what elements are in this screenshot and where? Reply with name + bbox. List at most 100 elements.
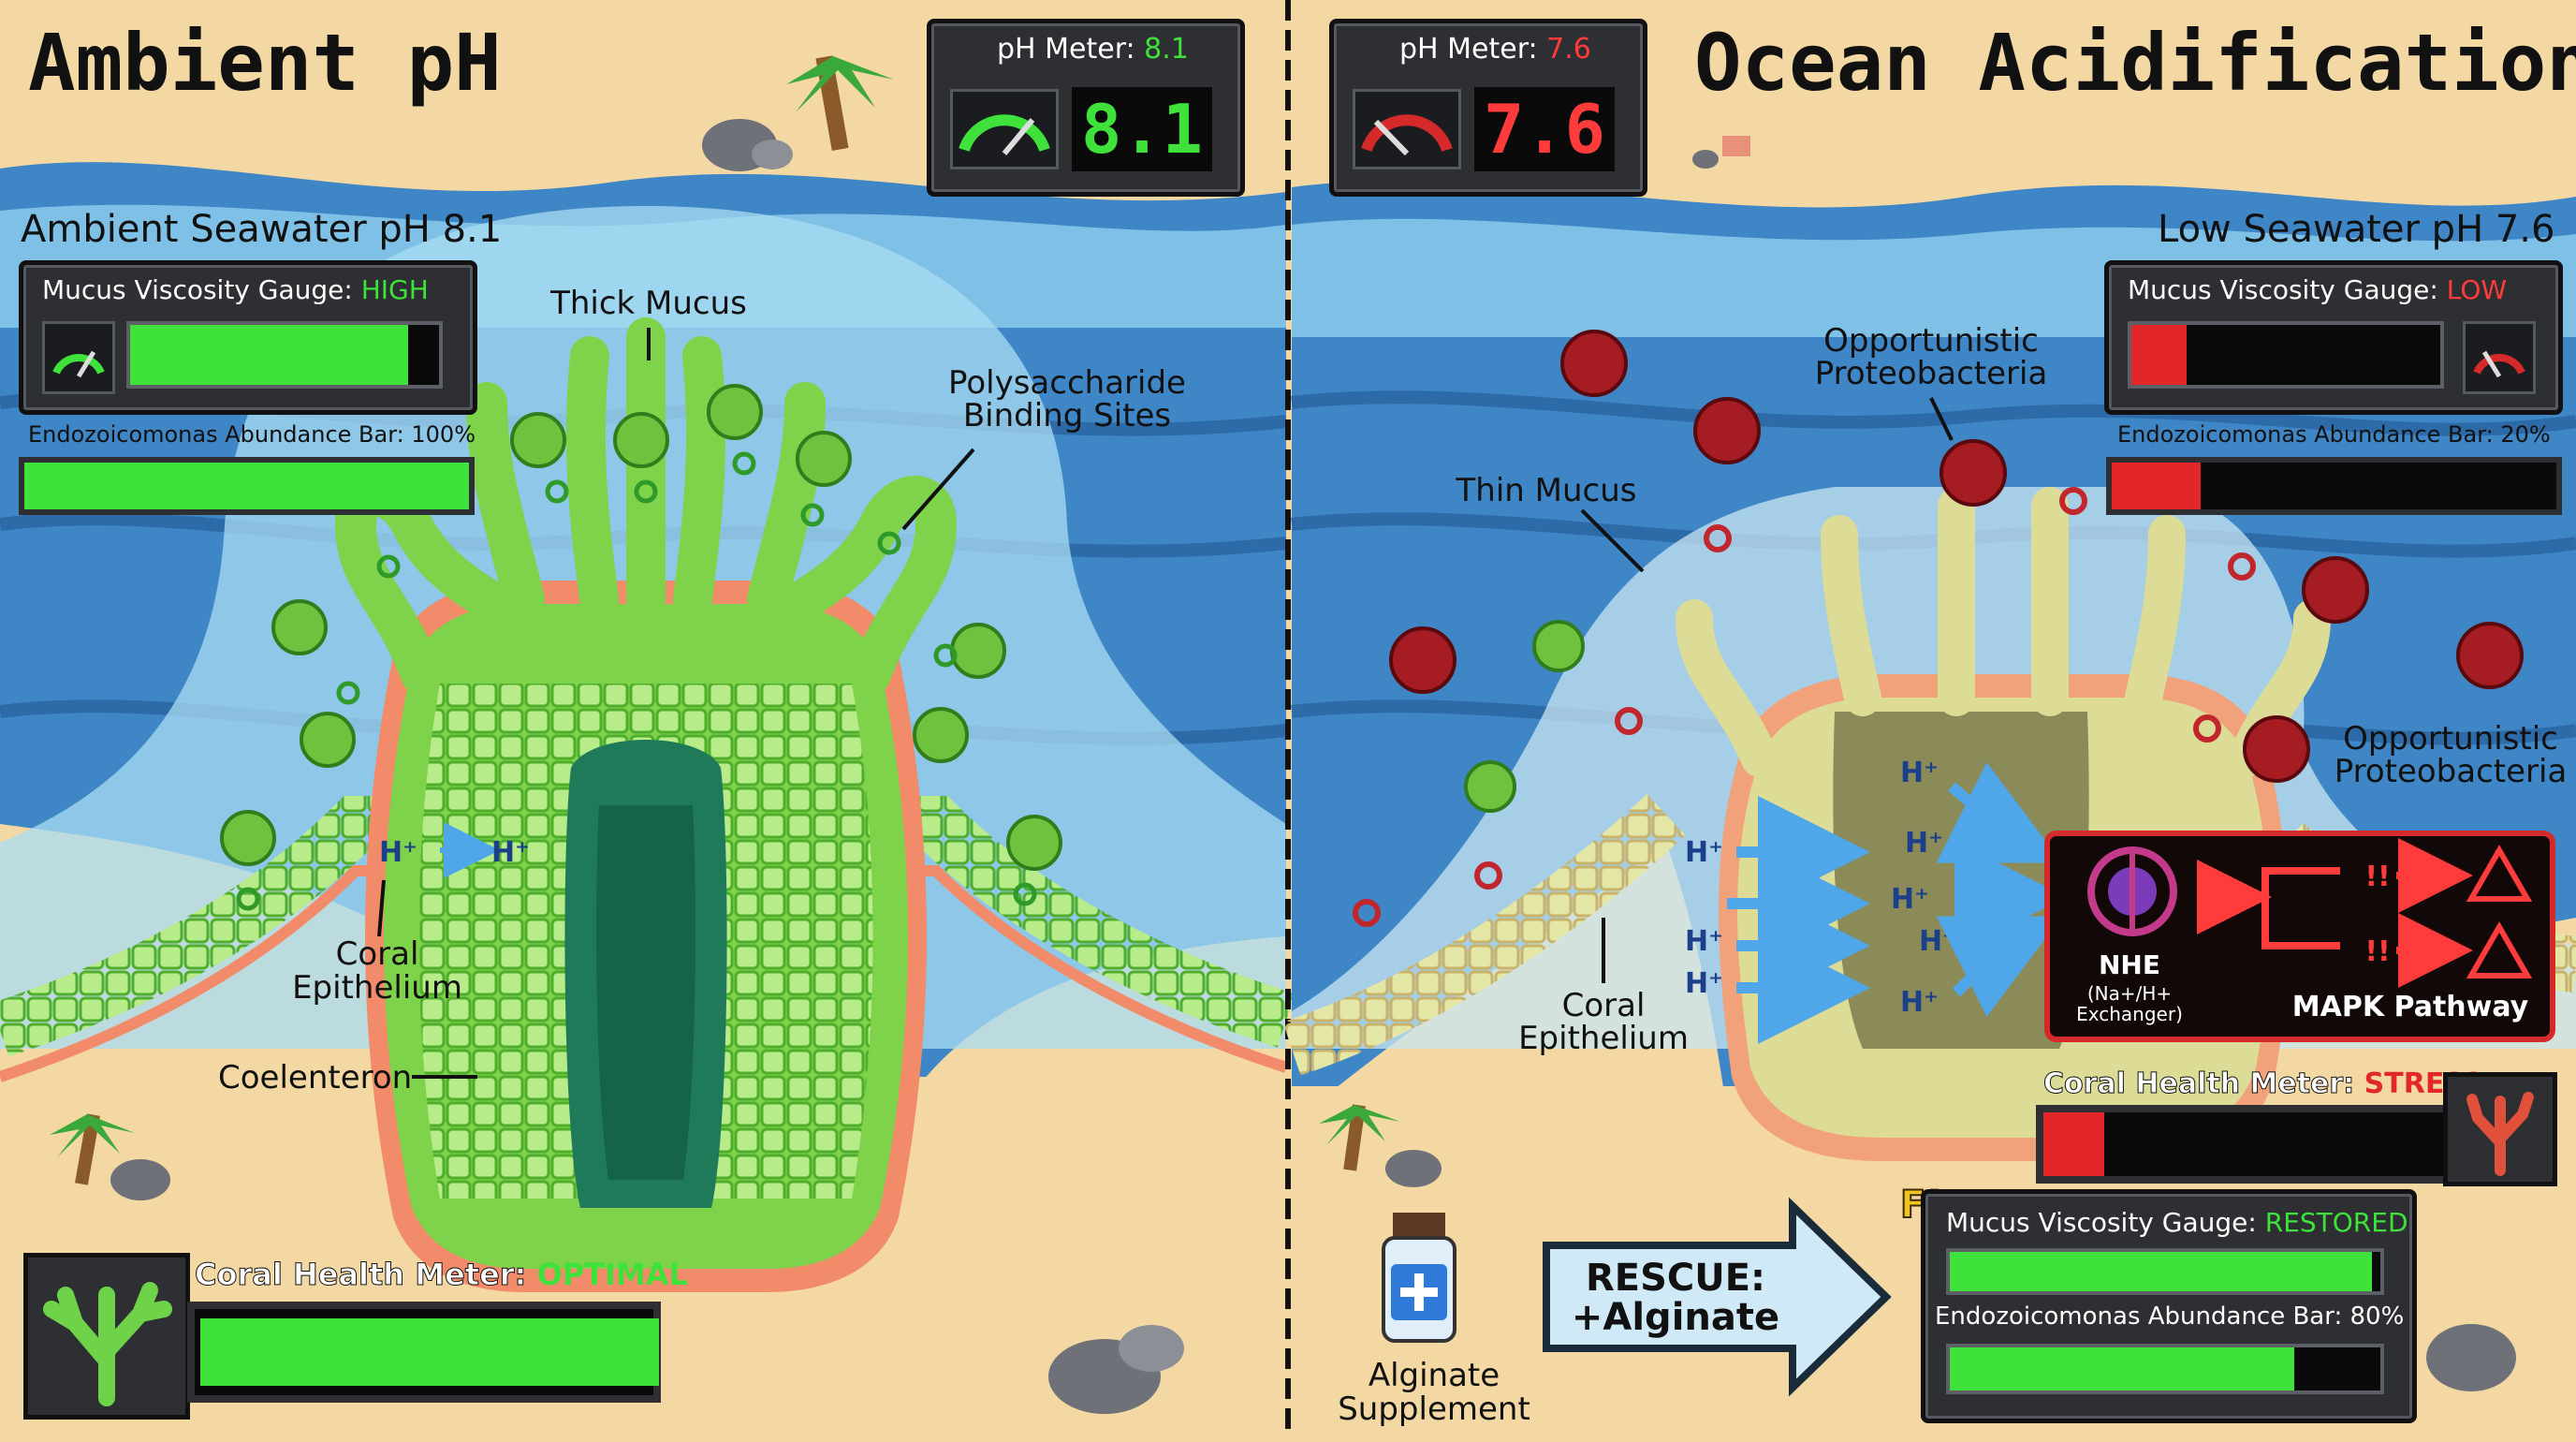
proton-label: H⁺ <box>1905 827 1943 860</box>
palm-tree-icon <box>1319 1104 1400 1171</box>
nhe-sub-label: (Na+/H+ <box>2087 982 2172 1005</box>
warning-icon <box>2466 844 2533 902</box>
rock-icon <box>702 119 793 171</box>
polysaccharide-label-2: Binding Sites <box>963 397 1171 434</box>
proton-label: H⁺ <box>1685 836 1723 869</box>
restored-abundance-label: Endozoicomonas Abundance Bar: 80% <box>1935 1302 2405 1331</box>
right-callouts: Opportunistic Proteobacteria Opportunist… <box>1456 322 2568 1057</box>
right-title: Ocean Acidification <box>1694 17 2576 109</box>
binding-site-markers <box>236 451 1037 911</box>
abundance-label: Endozoicomonas Abundance Bar: 100% <box>28 421 476 448</box>
healthy-coral-polyp <box>0 206 1295 1292</box>
ph-meter-panel: pH Meter: 8.1 8.1 <box>927 19 1245 197</box>
abundance-bar-right <box>2106 457 2562 515</box>
mucus-gauge-label: Mucus Viscosity Gauge: <box>1946 1207 2257 1238</box>
gauge-icon <box>1353 89 1461 169</box>
mucus-viscosity-gauge-right: Mucus Viscosity Gauge: LOW <box>2104 260 2563 415</box>
warning-icon <box>2466 920 2533 978</box>
endozoicomonas-bacteria <box>220 384 1062 871</box>
coral-label: Coral <box>336 935 419 973</box>
gauge-icon <box>950 89 1059 169</box>
health-meter-label: Coral Health Meter: <box>2042 1067 2355 1101</box>
coral-label-2: Coral <box>1562 987 1646 1024</box>
epithelium-label: Epithelium <box>292 969 462 1007</box>
coral-health-bar-right <box>2036 1105 2453 1184</box>
mucus-viscosity-gauge: Mucus Viscosity Gauge: HIGH <box>19 260 477 415</box>
nhe-mapk-pathway-panel: NHE (Na+/H+ Exchanger) !! !! MAPK Pathwa… <box>2044 831 2555 1042</box>
ambient-seawater-label: Ambient Seawater pH 8.1 <box>21 208 503 251</box>
ph-meter-value: 7.6 <box>1546 33 1591 66</box>
bar-fill <box>2131 325 2188 385</box>
proteobacteria-label: Proteobacteria <box>1815 355 2048 392</box>
gauge-icon <box>42 321 115 394</box>
ph-digital-readout: 7.6 <box>1474 87 1615 171</box>
bar-fill <box>200 1318 659 1386</box>
abundance-label-right: Endozoicomonas Abundance Bar: 20% <box>2117 421 2551 448</box>
bar-fill <box>130 325 408 385</box>
mucus-gauge-bar <box>2128 321 2444 389</box>
supplement-label-2: Supplement <box>1338 1390 1530 1428</box>
palm-tree-icon <box>786 55 894 151</box>
nhe-label: NHE <box>2099 949 2160 980</box>
mucus-gauge-label: Mucus Viscosity Gauge: <box>2128 274 2438 305</box>
proton-label: H⁺ <box>1919 925 1957 958</box>
coelenteron-label: Coelenteron <box>218 1059 412 1096</box>
warning-marks-2: !! <box>2364 935 2390 968</box>
proton-label: H⁺ <box>379 836 417 869</box>
restored-status-panel: Mucus Viscosity Gauge: RESTORED Endozoic… <box>1921 1189 2417 1423</box>
bar-fill <box>2112 463 2201 509</box>
ph-meter-value: 8.1 <box>1144 33 1189 66</box>
bar-fill <box>1950 1252 2372 1291</box>
rescue-label: RESCUE: <box>1586 1257 1765 1300</box>
polysaccharide-label: Polysaccharide <box>948 364 1186 402</box>
restored-status: RESTORED <box>2264 1207 2408 1238</box>
ph-digital-readout: 8.1 <box>1072 87 1212 171</box>
warning-marks: !! <box>2364 861 2390 893</box>
mucus-gauge-bar <box>126 321 443 389</box>
rescue-arrow[interactable]: RESCUE: +Alginate <box>1543 1197 1892 1397</box>
mucus-gauge-label: Mucus Viscosity Gauge: <box>42 274 353 305</box>
low-seawater-label: Low Seawater pH 7.6 <box>2158 208 2555 251</box>
bar-fill <box>1950 1347 2294 1390</box>
proton-flow: H⁺ H⁺ <box>379 822 530 878</box>
health-meter-label: Coral Health Meter: <box>194 1257 527 1293</box>
coral-health-icon-box <box>23 1253 190 1420</box>
proton-label: H⁺ <box>1685 925 1723 958</box>
health-meter-status: OPTIMAL <box>536 1257 688 1292</box>
endozoicomonas-bacteria <box>1464 620 1585 813</box>
restored-abundance-bar <box>1946 1344 2384 1394</box>
left-title: Ambient pH <box>28 17 502 109</box>
left-callouts: Thick Mucus Polysaccharide Binding Sites… <box>218 285 1186 1096</box>
supplement-label: Alginate <box>1368 1357 1500 1394</box>
thick-mucus-label: Thick Mucus <box>549 285 747 322</box>
proton-label: H⁺ <box>1900 757 1939 789</box>
proteobacteria-pathogen <box>1389 330 2524 783</box>
proton-label: H⁺ <box>1900 986 1939 1019</box>
epithelium-label-2: Epithelium <box>1518 1020 1689 1057</box>
proton-label: H⁺ <box>491 836 530 869</box>
palm-tree-icon <box>50 1113 135 1185</box>
restored-mucus-bar <box>1946 1248 2384 1295</box>
mapk-label: MAPK Pathway <box>2292 991 2529 1023</box>
ph-meter-label: pH Meter: <box>997 33 1135 66</box>
coral-health-icon-box-right <box>2443 1072 2557 1186</box>
broken-binding-sites <box>1353 487 2256 927</box>
rock-icon <box>1385 136 2516 1391</box>
abundance-bar <box>19 457 475 515</box>
opportunistic-label-2: Opportunistic <box>2343 720 2558 758</box>
plus-icon <box>1400 1273 1438 1311</box>
proton-label: H⁺ <box>1891 883 1929 916</box>
mucus-gauge-status: HIGH <box>360 274 429 305</box>
proteobacteria-label-2: Proteobacteria <box>2334 753 2568 790</box>
rescue-label-2: +Alginate <box>1572 1296 1779 1339</box>
bar-fill <box>2043 1112 2104 1176</box>
gauge-icon <box>2463 321 2536 394</box>
nhe-sub-label-2: Exchanger) <box>2076 1003 2183 1025</box>
thin-mucus-label: Thin Mucus <box>1456 472 1637 509</box>
opportunistic-label: Opportunistic <box>1823 322 2039 360</box>
ph-meter-label: pH Meter: <box>1399 33 1538 66</box>
alginate-supplement: Alginate Supplement <box>1338 1213 1530 1428</box>
mucus-gauge-status: LOW <box>2446 274 2508 305</box>
bar-fill <box>24 463 469 509</box>
